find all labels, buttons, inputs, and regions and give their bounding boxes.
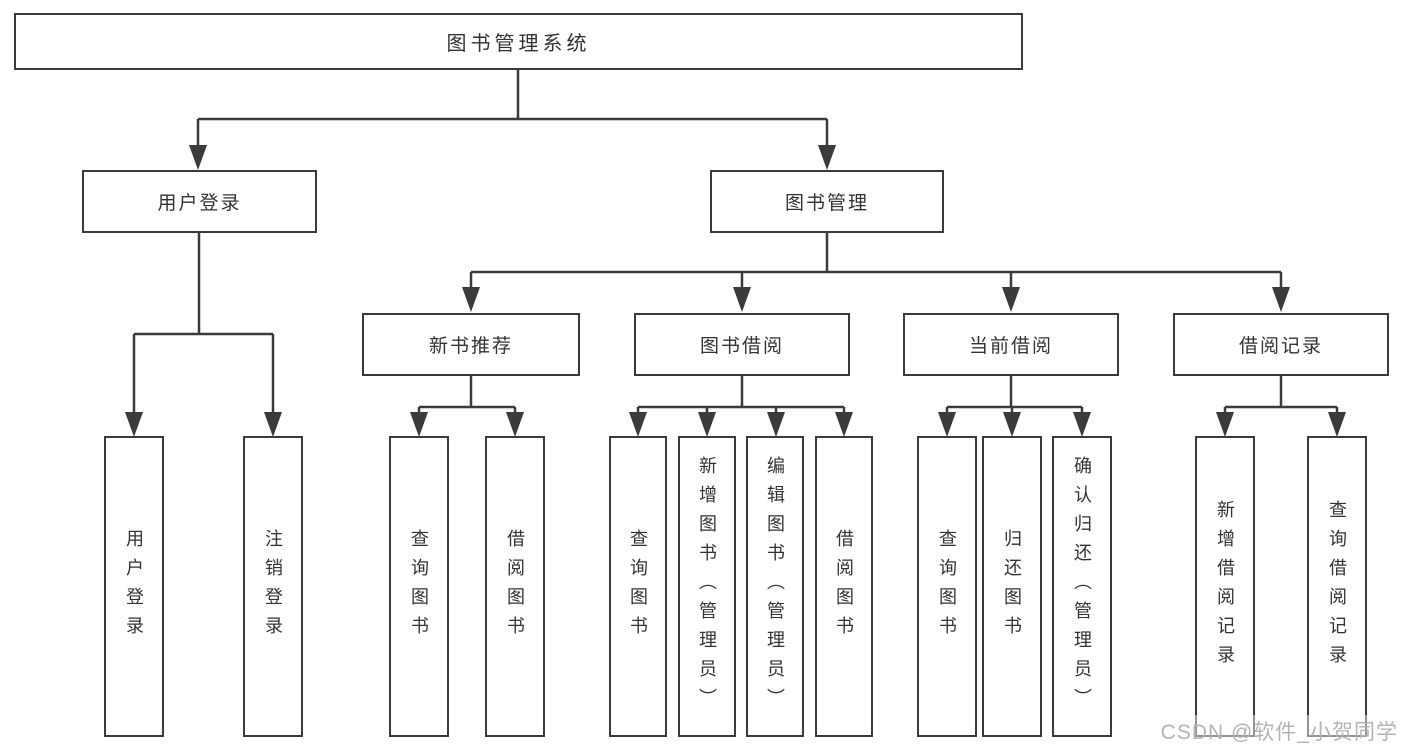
leaf-br-add-record-label: 新增借阅记录	[1215, 499, 1235, 674]
leaf-cb-return-book: 归还图书	[982, 436, 1042, 737]
leaf-user-login: 用户登录	[104, 436, 164, 737]
node-current-borrow: 当前借阅	[903, 313, 1119, 376]
node-user-login: 用户登录	[82, 170, 317, 233]
node-new-book-rec: 新书推荐	[362, 313, 580, 376]
connector-borrow-records-to-leaves	[1216, 376, 1346, 437]
node-book-borrow-label: 图书借阅	[699, 336, 784, 357]
node-user-login-label: 用户登录	[157, 193, 242, 214]
leaf-bb-add-book-label: 新增图书（管理员）	[697, 456, 717, 717]
leaf-user-login-label: 用户登录	[124, 528, 144, 645]
node-book-borrow: 图书借阅	[634, 313, 850, 376]
leaf-cb-query-book: 查询图书	[917, 436, 977, 737]
leaf-cb-confirm-return-label: 确认归还（管理员）	[1072, 456, 1092, 717]
connector-user-login-to-leaves	[125, 233, 282, 437]
node-borrow-records: 借阅记录	[1173, 313, 1389, 376]
leaf-logout-label: 注销登录	[263, 528, 283, 645]
leaf-br-add-record: 新增借阅记录	[1195, 436, 1255, 737]
leaf-bb-query-book: 查询图书	[609, 436, 667, 737]
leaf-cb-query-book-label: 查询图书	[937, 528, 957, 645]
leaf-bb-edit-book: 编辑图书（管理员）	[746, 436, 804, 737]
leaf-rec-borrow-book-label: 借阅图书	[505, 528, 525, 645]
leaf-rec-query-book-label: 查询图书	[409, 528, 429, 645]
node-current-borrow-label: 当前借阅	[968, 336, 1053, 357]
leaf-cb-return-book-label: 归还图书	[1002, 528, 1022, 645]
leaf-logout: 注销登录	[243, 436, 303, 737]
leaf-cb-confirm-return: 确认归还（管理员）	[1052, 436, 1112, 737]
node-book-mgmt: 图书管理	[710, 170, 944, 233]
connector-current-borrow-to-leaves	[938, 376, 1091, 437]
leaf-rec-borrow-book: 借阅图书	[485, 436, 545, 737]
connector-book-borrow-to-leaves	[629, 376, 853, 437]
leaf-bb-borrow-book: 借阅图书	[815, 436, 873, 737]
connector-new-book-rec-to-leaves	[410, 376, 524, 437]
leaf-br-query-record-label: 查询借阅记录	[1327, 499, 1347, 674]
leaf-bb-borrow-book-label: 借阅图书	[834, 528, 854, 645]
leaf-bb-edit-book-label: 编辑图书（管理员）	[765, 456, 785, 717]
node-root-label: 图书管理系统	[446, 33, 591, 55]
leaf-rec-query-book: 查询图书	[389, 436, 449, 737]
connector-book-mgmt-to-level2	[462, 233, 1290, 312]
leaf-bb-add-book: 新增图书（管理员）	[678, 436, 736, 737]
watermark: CSDN @软件_小贺同学	[1155, 715, 1403, 747]
leaf-bb-query-book-label: 查询图书	[628, 528, 648, 645]
connector-root-to-level1	[189, 70, 836, 170]
node-borrow-records-label: 借阅记录	[1238, 336, 1323, 357]
node-root: 图书管理系统	[14, 13, 1023, 70]
node-book-mgmt-label: 图书管理	[784, 193, 869, 214]
node-new-book-rec-label: 新书推荐	[428, 336, 513, 357]
leaf-br-query-record: 查询借阅记录	[1307, 436, 1367, 737]
